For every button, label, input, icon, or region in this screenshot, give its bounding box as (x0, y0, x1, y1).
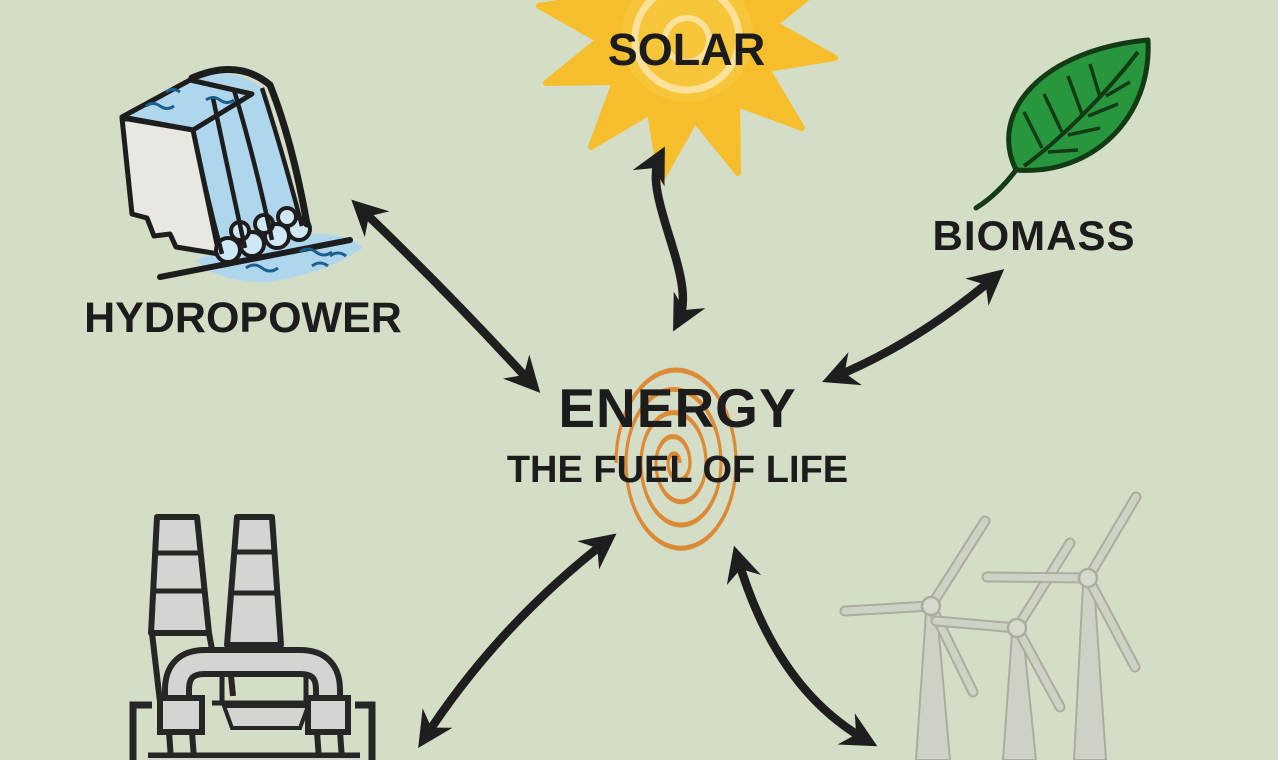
arrow-solar-energy (632, 146, 706, 332)
sun-icon (536, 0, 838, 183)
pipe-manifold (212, 676, 320, 730)
leaf-stem (973, 167, 1019, 211)
solar-label: SOLAR (607, 24, 766, 75)
smokestack-right (224, 514, 284, 648)
building-outline (129, 701, 376, 760)
arrow-hydropower-energy (351, 199, 541, 393)
wind-turbine (981, 491, 1142, 760)
dam-rim (188, 66, 311, 228)
energy-heading: ENERGY (558, 377, 797, 439)
leaf-veins (1022, 63, 1131, 154)
biomass-label: BIOMASS (932, 212, 1136, 259)
water-stream-lines (190, 87, 305, 255)
wind-turbines-icon (839, 491, 1142, 760)
arrow-biomass-energy (822, 269, 1005, 386)
power-plant-icon (129, 514, 376, 760)
wind-turbine (930, 537, 1076, 760)
junction-box-left (157, 695, 205, 735)
smokestack-left (148, 514, 212, 636)
stack-bands (151, 549, 279, 596)
dam-waterfall-icon (119, 66, 362, 283)
junction-box-right (305, 695, 351, 735)
arrow-plant-energy (418, 533, 617, 748)
connector-arrows (351, 146, 1005, 748)
wave-squiggles (145, 88, 347, 273)
energy-subheading: THE FUEL OF LIFE (506, 449, 849, 491)
energy-spiral-icon (614, 367, 738, 551)
arrow-wind-energy (726, 545, 878, 747)
leaf-icon (973, 37, 1151, 211)
hydropower-label: HYDROPOWER (84, 294, 402, 342)
wind-turbine (839, 515, 991, 760)
